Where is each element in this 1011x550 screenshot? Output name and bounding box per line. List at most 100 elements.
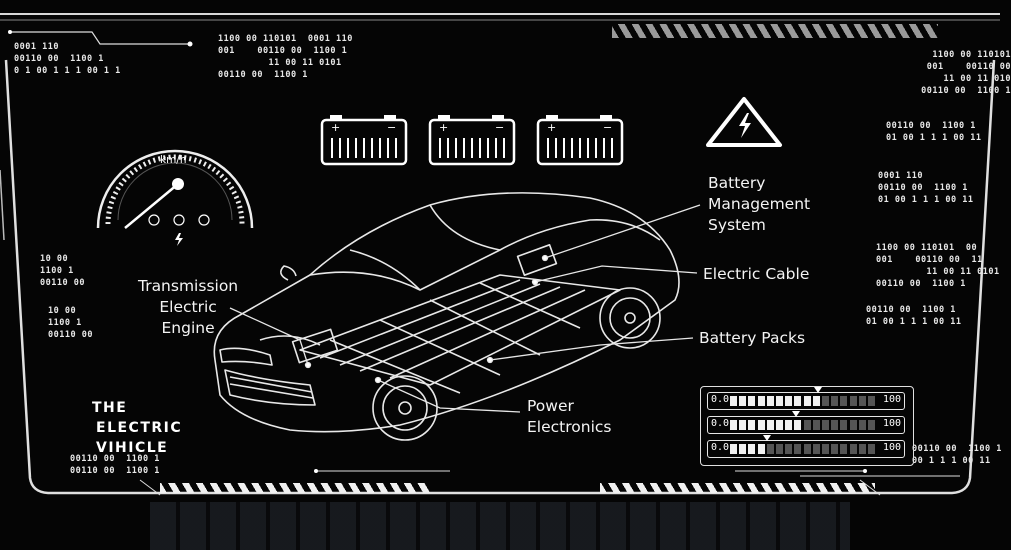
battery-icon: + −	[536, 115, 624, 166]
svg-text:+: +	[331, 121, 340, 134]
level-marker[interactable]	[762, 435, 771, 441]
high-voltage-warning-icon	[706, 97, 782, 147]
level-segment	[757, 396, 765, 406]
level-segment	[785, 396, 793, 406]
level-segment	[776, 396, 783, 406]
svg-text:−: −	[495, 121, 504, 134]
level-segment	[849, 420, 857, 430]
level-segment	[840, 396, 848, 406]
hatch-bottom-right	[600, 483, 875, 493]
level-segment	[794, 420, 802, 430]
svg-text:−: −	[603, 121, 612, 134]
level-segment	[757, 420, 765, 430]
headline-line-2: ELECTRIC	[96, 420, 183, 436]
level-segment	[766, 444, 774, 454]
car-wireframe	[213, 192, 680, 441]
level-segment	[831, 420, 839, 430]
binary-right-3: 0001 110 00110 00 1100 1 01 00 1 1 1 00 …	[878, 171, 974, 205]
svg-text:+: +	[547, 121, 556, 134]
level-segment	[730, 420, 737, 430]
level-segment	[803, 420, 811, 430]
keyboard-background	[150, 502, 850, 550]
binary-left-2: 10 00 1100 1 00110 00	[48, 306, 93, 340]
headline-line-1: THE	[92, 400, 128, 416]
level-slider[interactable]: 0.0 100	[707, 387, 905, 410]
level-segment	[739, 396, 747, 406]
level-segment	[831, 396, 839, 406]
level-segment	[794, 396, 802, 406]
level-segments	[730, 387, 878, 406]
level-min: 0.0	[711, 442, 730, 453]
level-max: 100	[882, 394, 901, 405]
level-segment	[812, 396, 820, 406]
level-segment	[803, 444, 811, 454]
level-segment	[785, 420, 793, 430]
level-segment	[766, 420, 774, 430]
level-segment	[868, 396, 875, 406]
callout-power-electronics: Power Electronics	[527, 397, 612, 436]
level-segment	[812, 444, 820, 454]
level-segment	[840, 420, 848, 430]
level-segment	[748, 444, 756, 454]
headline-the-electric-vihicle: THE ELECTRIC VIHICLE	[92, 398, 182, 458]
level-segments	[730, 411, 878, 430]
level-segment	[730, 444, 737, 454]
level-min: 0.0	[711, 394, 730, 405]
battery-icon: + −	[320, 115, 408, 166]
callout-transmission-electric-engine: Transmission Electric Engine	[138, 277, 239, 337]
level-segment	[868, 420, 875, 430]
binary-top-mid: 1100 00 110101 0001 110 001 00110 00 110…	[218, 34, 353, 80]
binary-right-2: 00110 00 1100 1 01 00 1 1 1 00 11	[886, 121, 982, 143]
level-segment	[858, 420, 866, 430]
level-segment	[757, 444, 765, 454]
level-segment	[840, 444, 848, 454]
level-max: 100	[882, 442, 901, 453]
level-segment	[831, 444, 839, 454]
level-segment	[776, 444, 783, 454]
level-segment	[730, 396, 737, 406]
level-slider[interactable]: 0.0 100	[707, 411, 905, 434]
level-segment	[868, 444, 875, 454]
level-max: 100	[882, 418, 901, 429]
level-marker[interactable]	[792, 411, 801, 417]
binary-right-4: 1100 00 110101 00 001 00110 00 11 11 00 …	[876, 243, 1000, 289]
callout-battery-packs: Battery Packs	[699, 329, 806, 347]
binary-bottom-left: 00110 00 1100 1 00110 00 1100 1	[70, 454, 160, 476]
level-segment	[748, 420, 756, 430]
level-panel	[700, 386, 914, 466]
level-segment	[739, 420, 747, 430]
level-segment	[739, 444, 747, 454]
battery-icon: + −	[428, 115, 516, 166]
level-segment	[822, 444, 829, 454]
binary-right-5: 00110 00 1100 1 01 00 1 1 1 00 11	[866, 305, 962, 327]
level-segment	[849, 396, 857, 406]
svg-text:−: −	[387, 121, 396, 134]
speedometer-gauge	[96, 149, 254, 246]
binary-top-left: 0001 110 00110 00 1100 1 0 1 00 1 1 1 00…	[14, 42, 121, 76]
hatch-bottom-left	[160, 483, 430, 493]
speed-unit-label: km/h	[160, 154, 187, 166]
speedometer: km/h	[80, 120, 270, 250]
level-segment	[858, 396, 866, 406]
level-segment	[812, 420, 820, 430]
level-segment	[748, 396, 756, 406]
level-segment	[776, 420, 783, 430]
binary-left-1: 10 00 1100 1 00110 00	[40, 254, 85, 288]
level-segment	[785, 444, 793, 454]
level-marker[interactable]	[814, 387, 823, 393]
level-segment	[794, 444, 802, 454]
binary-right-1: 1100 00 110101 001 00110 00 11 00 11 010…	[921, 50, 1011, 96]
callout-electric-cable: Electric Cable	[703, 265, 810, 283]
level-segments	[730, 435, 878, 454]
level-segment	[766, 396, 774, 406]
callout-battery-management-system: Battery Management System	[708, 174, 811, 234]
level-segment	[822, 420, 829, 430]
level-segment	[822, 396, 829, 406]
hatch-top	[612, 24, 938, 38]
level-segment	[858, 444, 866, 454]
svg-text:+: +	[439, 121, 448, 134]
level-slider[interactable]: 0.0 100	[707, 435, 905, 458]
level-min: 0.0	[711, 418, 730, 429]
